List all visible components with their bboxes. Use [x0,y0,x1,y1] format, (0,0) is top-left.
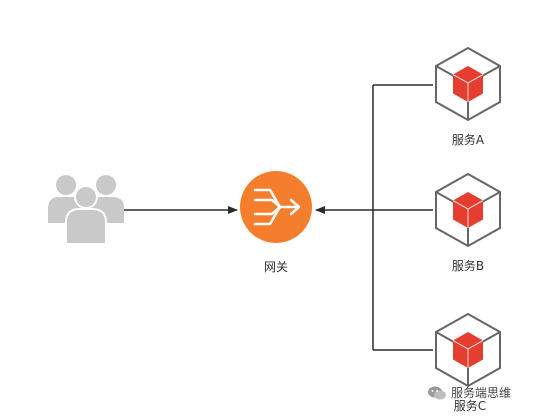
gateway-label: 网关 [263,260,289,274]
gateway-icon [240,171,312,243]
service-b-label: 服务B [451,259,485,273]
users-group-icon [48,175,124,245]
wechat-icon [428,386,446,399]
watermark: 服务端思维 [427,384,511,401]
services-bus-lines [372,84,433,351]
service-c-label: 服务C [453,399,487,413]
service-c-cube-icon [435,312,501,388]
service-b-cube-icon [435,172,501,248]
watermark-text: 服务端思维 [451,386,512,400]
service-a-cube-icon [435,46,501,122]
service-a-label: 服务A [451,133,485,147]
